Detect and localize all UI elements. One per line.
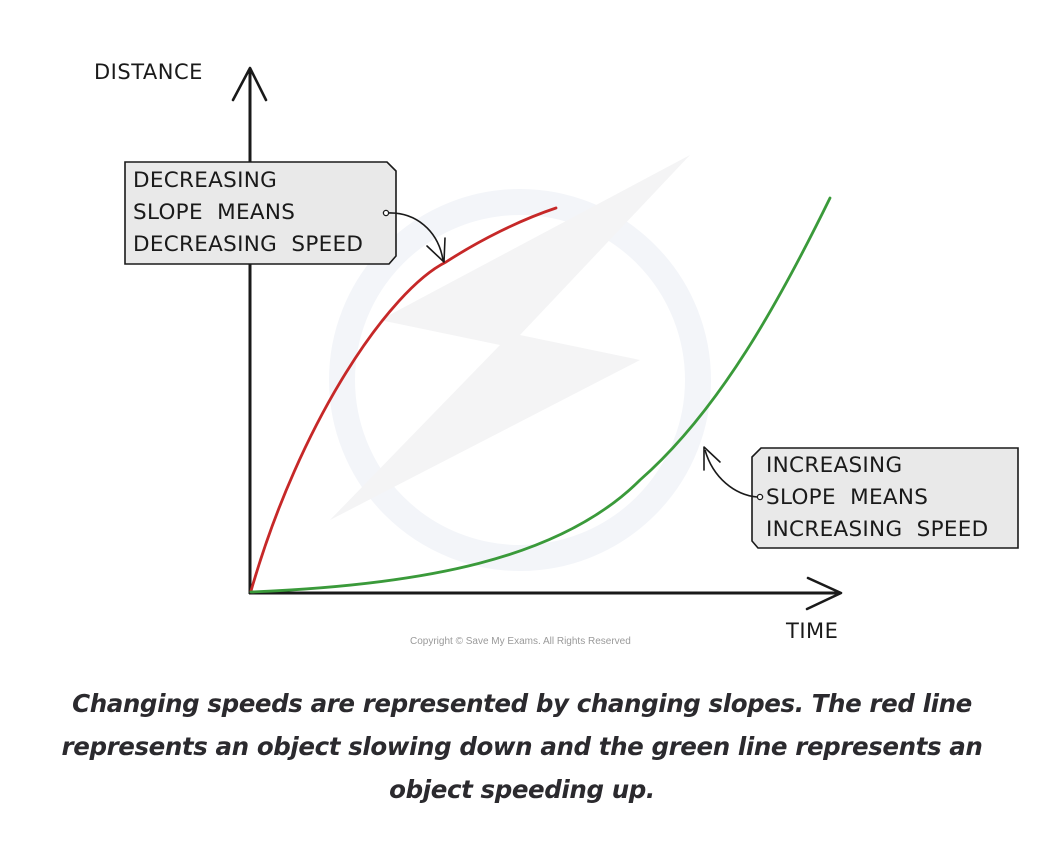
callout-increasing-text: INCREASING SLOPE MEANS INCREASING SPEED xyxy=(766,453,989,542)
callout-decreasing-text: DECREASING SLOPE MEANS DECREASING SPEED xyxy=(133,168,364,257)
graph-canvas xyxy=(124,66,1019,611)
callout-increasing-arrow-icon xyxy=(704,449,758,498)
figure-caption: Changing speeds are represented by chang… xyxy=(61,689,983,804)
distance-time-graph: DISTANCE TIME DECREASING SLOPE MEANS DEC… xyxy=(94,60,1019,647)
y-axis-label: DISTANCE xyxy=(94,60,203,84)
callout-increasing-box xyxy=(751,447,1019,549)
callout-decreasing-arrow-icon xyxy=(387,212,444,261)
x-axis-label: TIME xyxy=(786,619,839,643)
callout-decreasing-anchor-icon xyxy=(382,209,390,217)
x-axis-arrowhead-icon xyxy=(805,576,843,611)
y-axis-arrowhead-icon xyxy=(231,66,268,102)
callout-increasing-anchor-icon xyxy=(756,493,764,501)
copyright-notice: Copyright © Save My Exams. All Rights Re… xyxy=(410,636,631,647)
red-line-slowing-down xyxy=(249,206,558,593)
callout-decreasing-box xyxy=(124,161,397,265)
green-line-speeding-up xyxy=(249,196,832,594)
y-axis xyxy=(231,66,268,594)
x-axis xyxy=(249,576,843,611)
